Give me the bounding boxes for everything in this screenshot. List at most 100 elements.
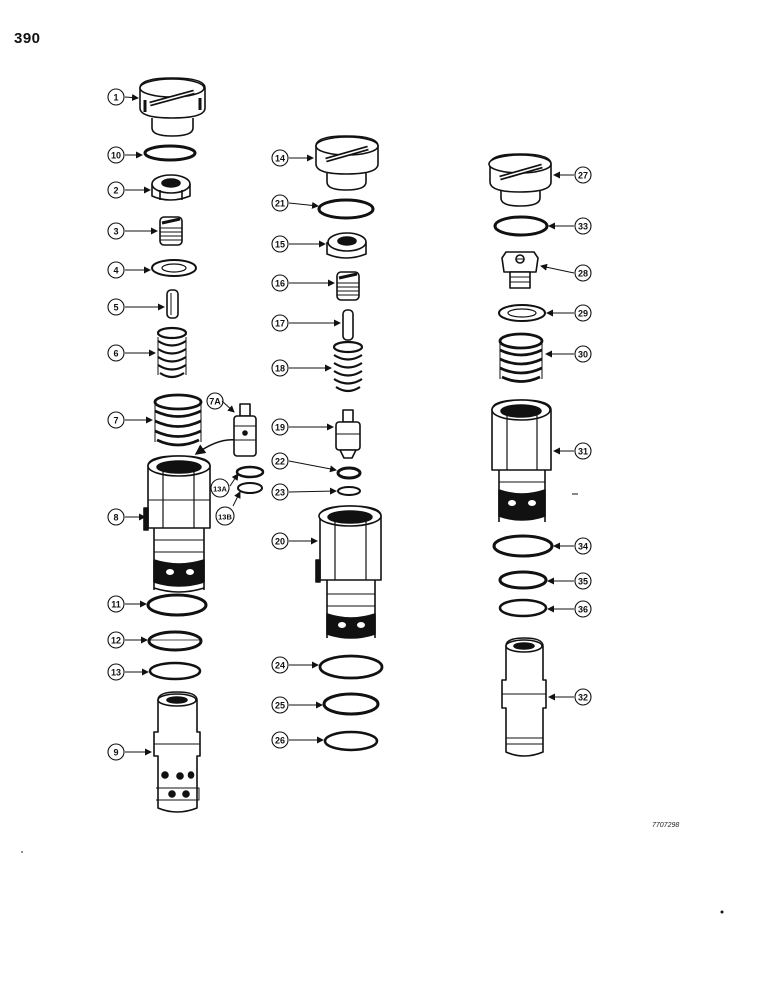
nut-part-15 [326, 232, 367, 259]
callout-23: 23 [271, 483, 289, 501]
svg-text:6: 6 [113, 348, 118, 358]
sleeve-part-32 [501, 637, 547, 757]
speck [720, 910, 724, 914]
page-number: 390 [14, 30, 41, 47]
backup-ring-part-35 [498, 570, 548, 590]
svg-text:25: 25 [275, 700, 285, 710]
callout-31: 31 [574, 442, 592, 460]
poppet-part-7A [233, 403, 257, 457]
callout-36: 36 [574, 600, 592, 618]
o-ring-part-13B [237, 482, 263, 494]
callout-35: 35 [574, 572, 592, 590]
callout-7A: 7A [206, 392, 224, 410]
assembly-arrow [194, 439, 237, 455]
spring-part-30 [498, 332, 544, 383]
callout-16: 16 [271, 274, 289, 292]
screw-part-3 [159, 216, 183, 246]
callout-22: 22 [271, 452, 289, 470]
cap-part-14 [315, 135, 379, 191]
svg-text:7A: 7A [209, 396, 221, 406]
svg-text:12: 12 [111, 635, 121, 645]
drawing-code: 7707298 [652, 822, 680, 829]
pin-part-17 [342, 309, 354, 341]
svg-text:27: 27 [578, 170, 588, 180]
callout-9: 9 [107, 743, 125, 761]
o-ring-part-26 [323, 730, 379, 752]
nut-part-2 [151, 174, 191, 201]
callout-2: 2 [107, 181, 125, 199]
callout-28: 28 [574, 264, 592, 282]
o-ring-part-10 [143, 144, 197, 162]
poppet-part-19 [335, 409, 361, 459]
callout-10: 10 [107, 146, 125, 164]
callout-12: 12 [107, 631, 125, 649]
spring-part-6 [156, 326, 188, 379]
o-ring-part-13 [148, 661, 202, 681]
o-ring-part-21 [317, 198, 375, 220]
callout-13: 13 [107, 663, 125, 681]
svg-text:2: 2 [113, 185, 118, 195]
svg-text:7: 7 [113, 415, 118, 425]
svg-text:9: 9 [113, 747, 118, 757]
callout-32: 32 [574, 688, 592, 706]
callout-14: 14 [271, 149, 289, 167]
o-ring-part-24 [318, 654, 384, 680]
svg-text:36: 36 [578, 604, 588, 614]
svg-text:30: 30 [578, 349, 588, 359]
svg-text:18: 18 [275, 363, 285, 373]
callout-30: 30 [574, 345, 592, 363]
callout-24: 24 [271, 656, 289, 674]
spring-part-7 [153, 393, 203, 447]
svg-text:13A: 13A [213, 484, 227, 493]
svg-text:19: 19 [275, 422, 285, 432]
callout-13B: 13B [215, 506, 235, 526]
speck [21, 851, 23, 853]
svg-text:28: 28 [578, 268, 588, 278]
callout-7: 7 [107, 411, 125, 429]
svg-text:15: 15 [275, 239, 285, 249]
callout-19: 19 [271, 418, 289, 436]
backup-ring-part-22 [336, 466, 362, 480]
callout-4: 4 [107, 261, 125, 279]
washer-part-4 [151, 259, 197, 277]
svg-text:24: 24 [275, 660, 285, 670]
callout-26: 26 [271, 731, 289, 749]
svg-text:5: 5 [113, 302, 118, 312]
spring-part-18 [332, 340, 364, 393]
valve-body-part-31 [491, 399, 552, 522]
callout-34: 34 [574, 537, 592, 555]
svg-text:29: 29 [578, 308, 588, 318]
svg-text:21: 21 [275, 198, 285, 208]
svg-text:26: 26 [275, 735, 285, 745]
cap-part-1 [139, 77, 206, 137]
backup-ring-part-25 [322, 692, 380, 716]
svg-text:22: 22 [275, 456, 285, 466]
svg-text:17: 17 [275, 318, 285, 328]
callout-33: 33 [574, 217, 592, 235]
svg-text:3: 3 [113, 226, 118, 236]
callout-21: 21 [271, 194, 289, 212]
callout-25: 25 [271, 696, 289, 714]
callout-29: 29 [574, 304, 592, 322]
svg-text:20: 20 [275, 536, 285, 546]
callout-17: 17 [271, 314, 289, 332]
cap-part-27 [488, 153, 552, 207]
callout-15: 15 [271, 235, 289, 253]
svg-text:31: 31 [578, 446, 588, 456]
svg-text:16: 16 [275, 278, 285, 288]
callout-1: 1 [107, 88, 125, 106]
o-ring-part-34 [492, 534, 554, 558]
svg-text:14: 14 [275, 153, 285, 163]
svg-text:1: 1 [113, 92, 118, 102]
backup-ring-part-13A [235, 465, 265, 479]
svg-text:8: 8 [113, 512, 118, 522]
callout-6: 6 [107, 344, 125, 362]
o-ring-part-36 [498, 598, 548, 618]
pin-part-5 [166, 289, 179, 319]
svg-text:4: 4 [113, 265, 118, 275]
callout-27: 27 [574, 166, 592, 184]
callout-18: 18 [271, 359, 289, 377]
o-ring-part-33 [493, 215, 549, 237]
svg-text:13: 13 [111, 667, 121, 677]
